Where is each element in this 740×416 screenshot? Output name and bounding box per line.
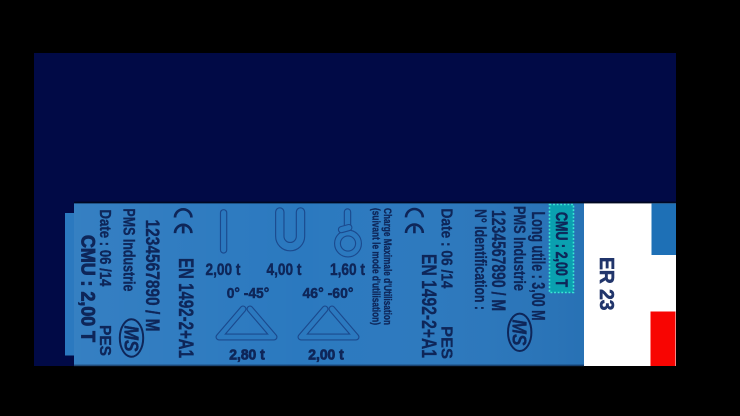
svg-text:1234567890 / M: 1234567890 / M [141,220,162,332]
svg-text:Long utile : 3,00 M: Long utile : 3,00 M [528,212,548,321]
svg-text:PES: PES [96,325,113,356]
svg-text:PMS Industrie: PMS Industrie [120,208,139,291]
svg-text:46° -60°: 46° -60° [303,285,354,302]
svg-text:2,00 t: 2,00 t [206,260,241,279]
svg-text:2,00 t: 2,00 t [308,347,344,363]
svg-text:MS: MS [508,320,530,347]
svg-text:2,80 t: 2,80 t [229,347,265,363]
svg-text:CMU : 2,00 T: CMU : 2,00 T [77,235,98,342]
svg-text:N° Identification :: N° Identification : [471,209,489,310]
svg-text:MS: MS [120,326,142,353]
svg-text:1234567890 / M: 1234567890 / M [487,210,508,311]
svg-text:ER 23: ER 23 [595,257,617,311]
svg-text:PMS Industrie: PMS Industrie [510,206,529,291]
svg-text:PES: PES [438,326,455,359]
svg-text:EN 1492-2+A1: EN 1492-2+A1 [174,258,197,358]
svg-text:0° -45°: 0° -45° [227,285,270,302]
svg-text:4,00 t: 4,00 t [267,260,302,279]
svg-text:Date : 06 /14: Date : 06 /14 [96,210,113,287]
svg-text:1,60 t: 1,60 t [330,260,365,279]
svg-text:CMU : 2,00 T: CMU : 2,00 T [552,212,571,287]
svg-text:(suivant le mode d'utilisation: (suivant le mode d'utilisation) [370,208,382,325]
svg-text:Charge Maximale d'Utilisation: Charge Maximale d'Utilisation [381,208,393,325]
svg-text:EN 1492-2+A1: EN 1492-2+A1 [417,254,440,358]
svg-text:Date : 06 /14: Date : 06 /14 [438,209,455,289]
